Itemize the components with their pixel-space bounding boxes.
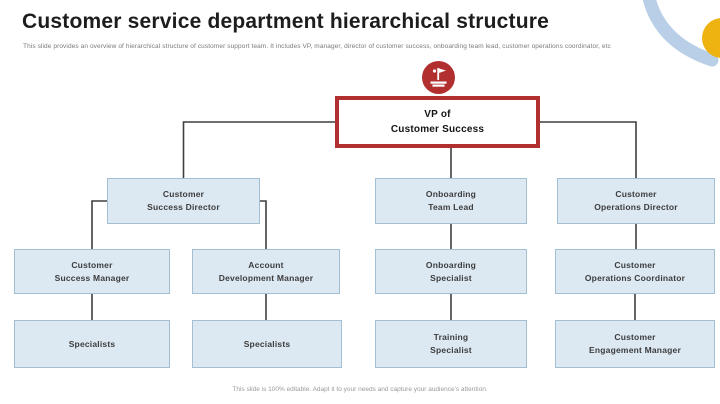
org-node-specialists-left: Specialists — [14, 320, 170, 368]
org-node-customer-operations-coordinator: Customer Operations Coordinator — [555, 249, 715, 294]
org-node-label: Training Specialist — [430, 332, 472, 355]
org-node-vp-of-customer-success: VP of Customer Success — [335, 96, 540, 148]
org-node-customer-success-director: Customer Success Director — [107, 178, 260, 224]
org-node-onboarding-specialist: Onboarding Specialist — [375, 249, 527, 294]
org-node-label: Customer Success Director — [147, 189, 220, 212]
org-node-onboarding-team-lead: Onboarding Team Lead — [375, 178, 527, 224]
corner-decoration — [642, 0, 720, 67]
leader-podium-icon — [422, 61, 455, 94]
org-node-label: Account Development Manager — [218, 259, 314, 283]
page-title: Customer service department hierarchical… — [22, 10, 550, 33]
slide-subtitle: This slide provides an overview of hiera… — [23, 43, 611, 50]
org-node-label: Customer Success Manager — [54, 259, 130, 283]
org-node-label: Specialists — [243, 338, 291, 349]
org-node-label: Specialists — [68, 338, 116, 349]
org-node-training-specialist: Training Specialist — [375, 320, 527, 368]
org-node-customer-success-manager: Customer Success Manager — [14, 249, 170, 294]
yellow-circle-icon — [702, 18, 720, 58]
org-node-customer-engagement-manager: Customer Engagement Manager — [555, 320, 715, 368]
org-node-label: VP of Customer Success — [390, 108, 485, 136]
org-node-label: Customer Operations Director — [594, 189, 678, 212]
org-node-specialists-mid: Specialists — [192, 320, 342, 368]
org-node-customer-operations-director: Customer Operations Director — [557, 178, 715, 224]
slide-footer-note: This slide is 100% editable. Adapt it to… — [232, 386, 488, 393]
blue-arc-icon — [642, 0, 719, 67]
org-node-label: Customer Operations Coordinator — [584, 259, 686, 283]
org-node-account-development-manager: Account Development Manager — [192, 249, 340, 294]
org-node-label: Onboarding Specialist — [425, 259, 477, 283]
org-node-label: Onboarding Team Lead — [425, 189, 477, 212]
org-node-label: Customer Engagement Manager — [589, 332, 681, 355]
